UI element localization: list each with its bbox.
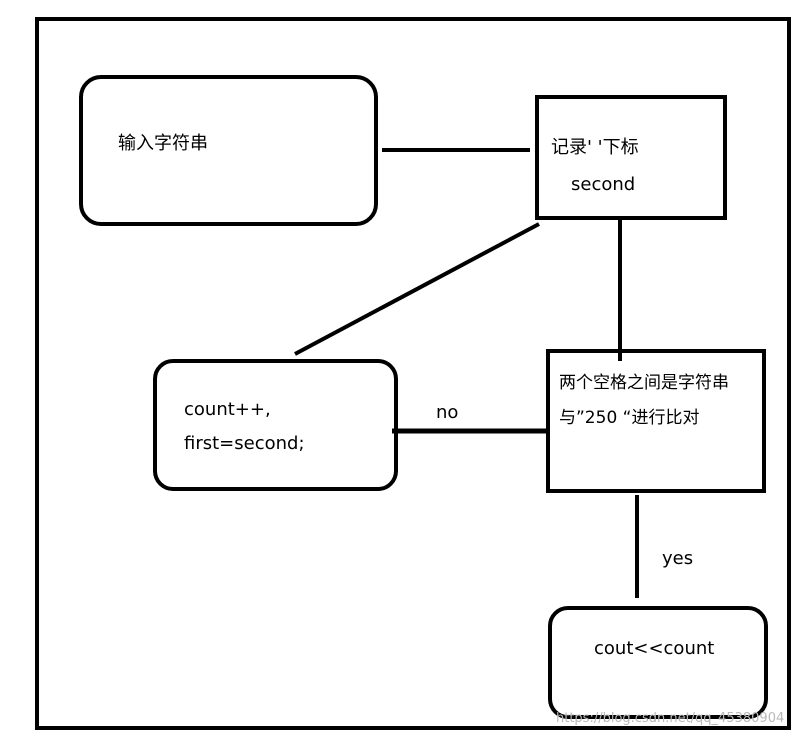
record-index-label: 记录' '下标 [551,137,639,158]
watermark: https://blog.csdn.net/qq_45380904 [556,711,785,726]
yes-edge-label: yes [662,548,694,569]
count-update-box [153,359,398,491]
outer-frame [35,17,791,730]
output-box [548,606,768,719]
input-string-box [79,75,378,226]
edge-record-to-count [294,222,540,356]
record-index-variable: second [571,174,636,195]
input-string-label: 输入字符串 [118,133,208,154]
compare-box [546,349,766,493]
compare-label-line1: 两个空格之间是字符串 [559,373,729,393]
record-index-box [535,95,727,220]
output-statement: cout<<count [594,638,715,659]
no-edge-label: no [436,402,459,423]
compare-label-line2: 与”250 “进行比对 [559,408,700,428]
first-assign-statement: first=second; [184,433,305,454]
count-increment-statement: count++, [184,399,271,420]
